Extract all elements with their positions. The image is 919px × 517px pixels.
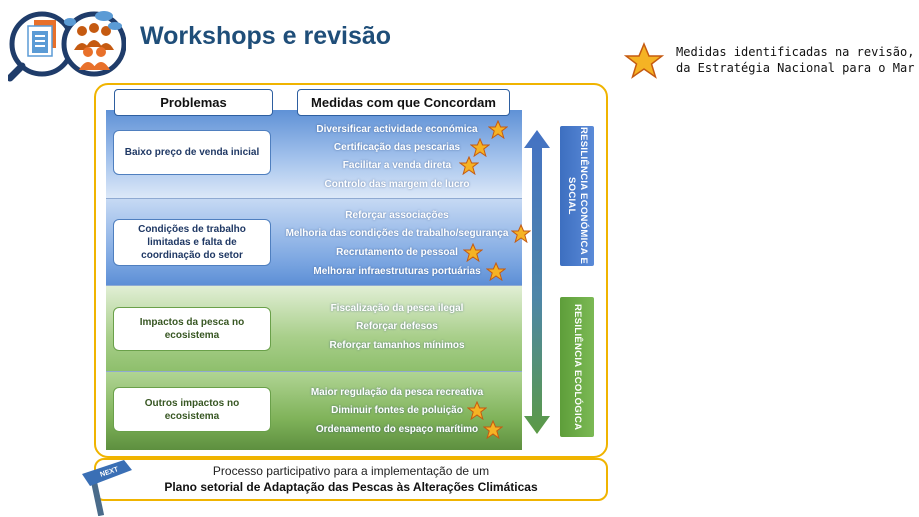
measure-item: Reforçar tamanhos mínimos	[329, 340, 465, 351]
bottom-line-1: Processo participativo para a implementa…	[212, 464, 490, 478]
measure-item: Ordenamento do espaço marítimo	[315, 424, 479, 435]
measure-item: Controlo das margem de lucro	[324, 179, 470, 190]
workshop-logo-icon	[8, 11, 126, 82]
measure-item: Melhoria das condições de trabalho/segur…	[285, 228, 509, 239]
star-icon	[467, 401, 487, 420]
measure-item: Diminuir fontes de poluição	[331, 405, 463, 416]
legend-line-2: da Estratégia Nacional para o Mar	[676, 61, 915, 75]
economic-social-resilience-label: RESILIÊNCIA ECONÓMICA E SOCIAL	[566, 127, 589, 265]
problem-box-3: Impactos da pesca no ecosistema	[113, 307, 271, 351]
row-divider	[106, 285, 522, 286]
header-measures: Medidas com que Concordam	[297, 89, 510, 116]
bottom-line-2: Plano setorial de Adaptação das Pescas à…	[164, 480, 538, 494]
star-icon	[483, 420, 503, 439]
next-signpost-icon: NEXT	[82, 460, 132, 516]
star-icon	[463, 243, 483, 262]
measure-item: Fiscalização da pesca ilegal	[330, 303, 464, 314]
star-icon	[486, 262, 506, 281]
measure-item: Recrutamento de pessoal	[336, 247, 458, 258]
measure-item: Diversificar actividade económica	[316, 124, 478, 135]
star-icon	[470, 138, 490, 157]
problem-box-4: Outros impactos no ecosistema	[113, 387, 271, 432]
problem-box-1: Baixo preço de venda inicial	[113, 130, 271, 175]
problem-box-2: Condições de trabalho limitadas e falta …	[113, 219, 271, 266]
legend-line-1: Medidas identificadas na revisão,	[676, 45, 915, 59]
measure-item: Facilitar a venda direta	[342, 160, 452, 171]
legend: Medidas identificadas na revisão, da Est…	[624, 42, 919, 82]
star-icon	[488, 120, 508, 139]
page-title: Workshops e revisão	[140, 22, 392, 50]
star-icon	[459, 156, 479, 175]
row-divider	[106, 371, 522, 372]
star-icon	[624, 42, 664, 79]
ecological-resilience-bar: RESILIÊNCIA ECOLÓGICA	[560, 297, 594, 437]
measure-item: Reforçar associações	[345, 210, 449, 221]
measure-item: Melhorar infraestruturas portuárias	[313, 266, 481, 277]
measure-item: Reforçar defesos	[356, 321, 438, 332]
ecological-resilience-label: RESILIÊNCIA ECOLÓGICA	[572, 303, 583, 431]
measure-item: Certificação das pescarias	[333, 142, 461, 153]
double-arrow-icon	[524, 130, 550, 434]
header-problems: Problemas	[114, 89, 273, 116]
legend-text: Medidas identificadas na revisão, da Est…	[676, 44, 914, 76]
star-icon	[511, 224, 531, 243]
row-divider	[106, 198, 522, 199]
measure-item: Maior regulação da pesca recreativa	[310, 387, 484, 398]
bottom-banner: Processo participativo para a implementa…	[94, 458, 608, 501]
economic-social-resilience-bar: RESILIÊNCIA ECONÓMICA E SOCIAL	[560, 126, 594, 266]
